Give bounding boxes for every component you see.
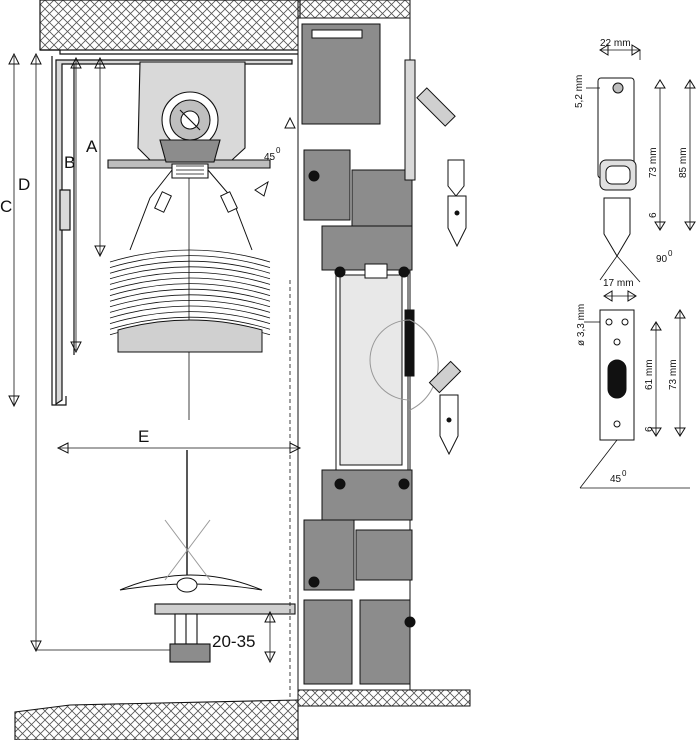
roller-head	[107, 61, 271, 179]
label-d: D	[18, 175, 30, 194]
dimension-lines	[13, 49, 691, 700]
label-b: B	[64, 153, 75, 172]
lintel-block	[39, 0, 411, 55]
sill-block	[14, 689, 471, 741]
label-angle-main: 45	[264, 152, 276, 163]
plate-angle-label: 45	[610, 474, 622, 485]
slat	[109, 277, 271, 291]
slat	[109, 255, 271, 268]
slat	[109, 294, 271, 308]
window-frame	[297, 17, 439, 691]
slat	[109, 311, 271, 324]
plate-angle-degree: 0	[622, 469, 627, 478]
label-c: C	[0, 197, 12, 216]
operator-bracket	[154, 603, 296, 663]
plate-height-inner-label: 61 mm	[644, 359, 655, 390]
plate-base-label: 6	[644, 426, 655, 432]
slat	[109, 316, 271, 330]
bolt-height-inner-label: 73 mm	[648, 147, 659, 178]
bolt-base-label: 6	[648, 212, 659, 218]
plate-hole-label: ø 3,3 mm	[576, 304, 587, 346]
plate-width-label: 17 mm	[603, 278, 634, 289]
slat	[109, 305, 271, 319]
label-range: 20-35	[212, 632, 255, 651]
slat	[109, 260, 271, 274]
plate-height-outer-label: 73 mm	[668, 359, 679, 390]
shutter-box	[51, 56, 293, 406]
slat	[109, 266, 271, 280]
tilt-cords	[129, 169, 253, 590]
slat	[109, 283, 271, 296]
slat	[109, 249, 271, 263]
bolt-width-label: 22 mm	[600, 38, 631, 49]
plate-detail	[579, 309, 690, 489]
bolt-offset-label: 5,2 mm	[574, 75, 585, 108]
slat	[109, 288, 271, 302]
lowered-slat	[119, 519, 263, 593]
slat	[109, 300, 271, 313]
dimension-arrows	[8, 44, 696, 664]
label-a: A	[86, 137, 98, 156]
bolt-angle-label: 90	[656, 254, 668, 265]
bottom-rail	[117, 319, 263, 353]
bolt-detail	[597, 77, 641, 283]
label-angle-main-degree: 0	[276, 146, 281, 155]
label-e: E	[138, 427, 149, 446]
bolt-angle-degree: 0	[668, 249, 673, 258]
bolt-height-outer-label: 85 mm	[678, 147, 689, 178]
handle-parts	[416, 87, 467, 456]
slat	[109, 272, 271, 285]
